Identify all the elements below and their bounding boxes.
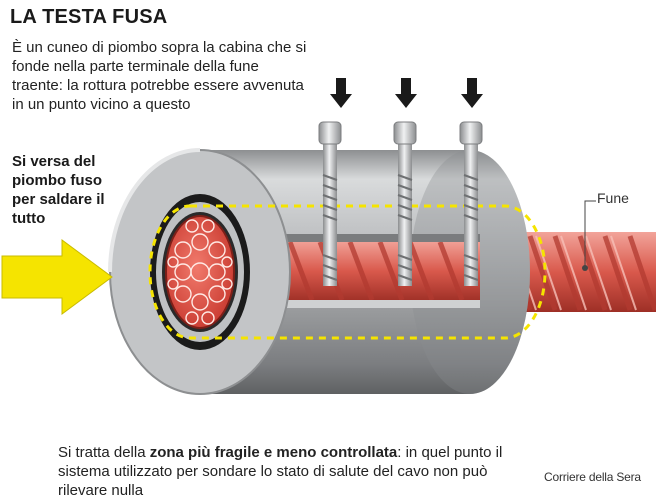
bolt-1 [318,121,342,286]
bolt-2 [393,121,417,286]
rope-label: Fune [597,190,629,206]
infographic-title: LA TESTA FUSA [10,6,168,28]
fragile-zone-outline [148,204,547,340]
intro-text: È un cuneo di piombo sopra la cabina che… [12,39,307,113]
rope-cross-section [165,215,235,329]
molten-lead-label: Si versa del piombo fuso per saldare il … [12,153,105,227]
source-credit: Corriere della Sera [544,470,641,484]
bolt-3 [459,121,483,286]
footer-note: Si tratta della zona più fragile e meno … [58,443,528,500]
footer-prefix: Si tratta della [58,444,150,461]
footer-bold: zona più fragile e meno controllata [149,444,398,461]
lead-input-arrow-icon [1,239,113,315]
rope-pointer [582,200,596,271]
pressure-arrow-icon [330,78,483,108]
